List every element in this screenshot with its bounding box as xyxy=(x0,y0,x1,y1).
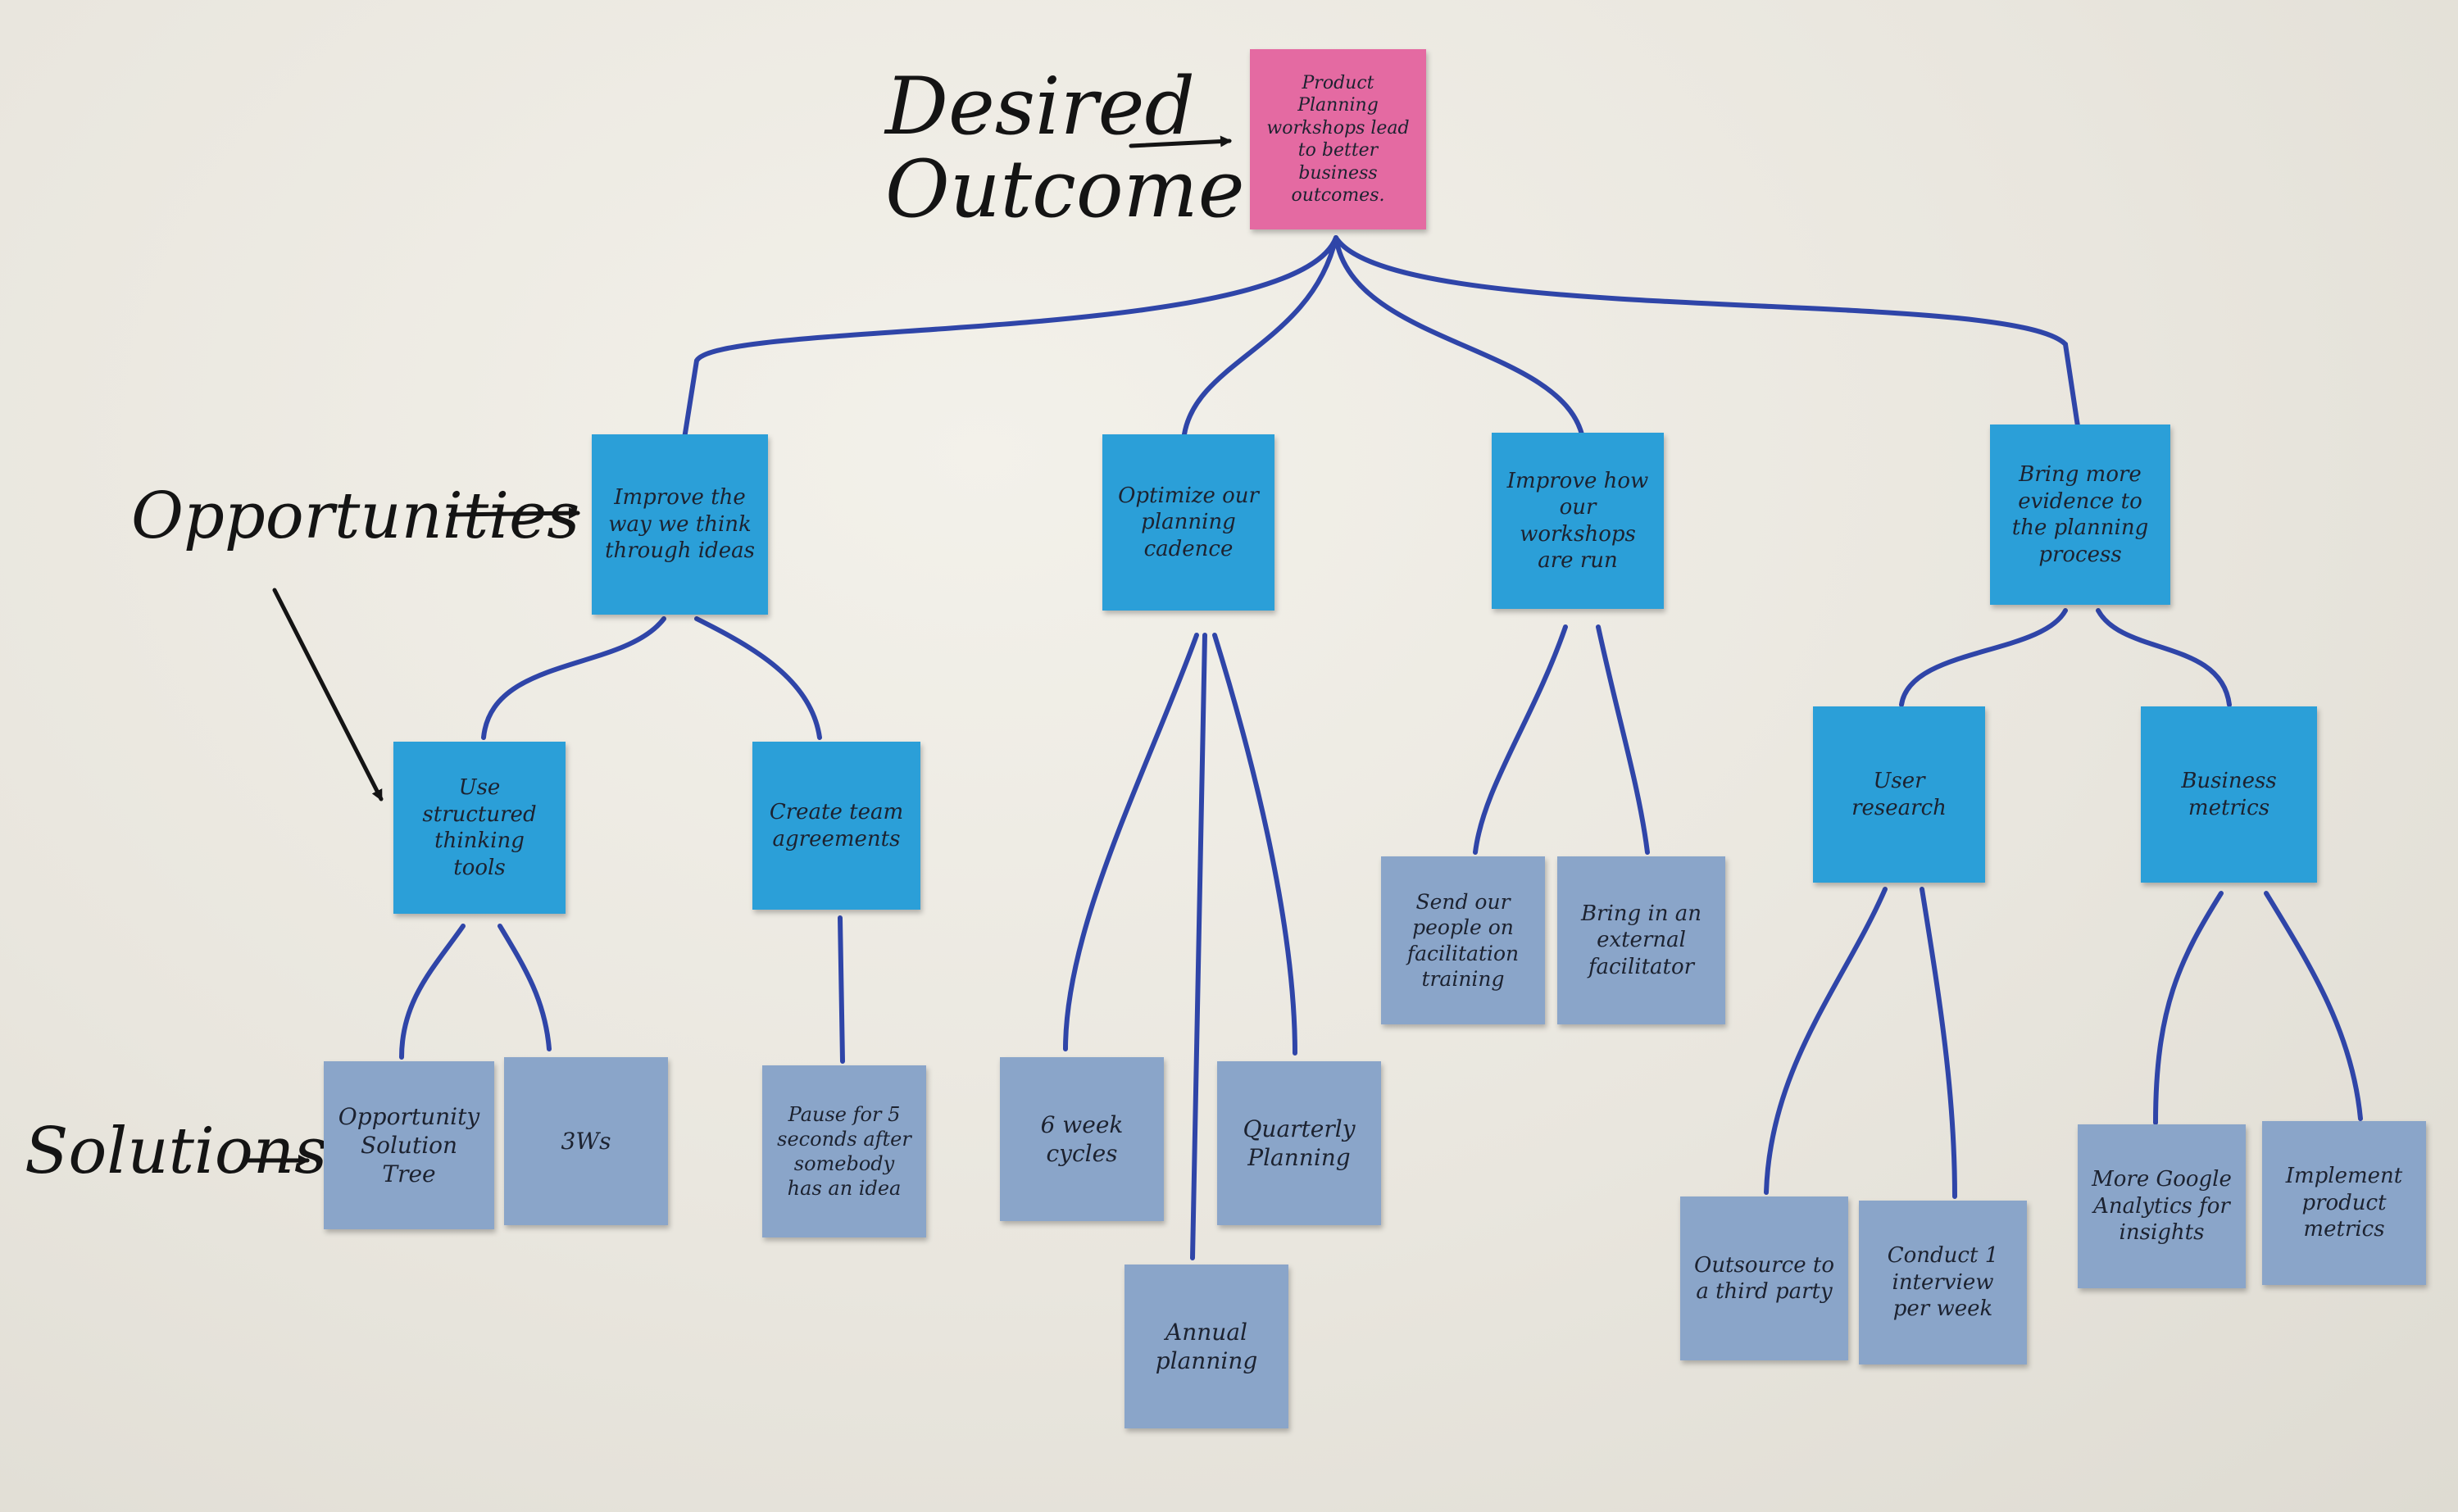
note-opportunity-workshops: Improve how our workshops are run xyxy=(1492,433,1664,609)
note-solution-product-metrics: Implement product metrics xyxy=(2262,1121,2426,1285)
label-desired-outcome: Desired Outcome xyxy=(885,66,1245,231)
connector-thinking-agreements xyxy=(694,616,822,740)
note-opportunity-cadence-text: Optimize our planning cadence xyxy=(1118,483,1259,561)
note-solution-facilitation: Send our people on facilitation training xyxy=(1381,856,1545,1024)
note-opportunity-agreements-text: Create team agreements xyxy=(769,800,904,851)
arrow-desired-outcome xyxy=(1129,135,1232,148)
connector-structured-ost xyxy=(399,924,466,1060)
connector-workshops-external xyxy=(1596,624,1650,855)
note-opportunity-business-metrics: Business metrics xyxy=(2141,706,2317,883)
connector-evidence-user-research xyxy=(1899,608,2068,707)
note-solution-ost-text: Opportunity Solution Tree xyxy=(338,1103,480,1187)
note-opportunity-structured-text: Use structured thinking tools xyxy=(422,775,537,880)
note-desired-outcome: Product Planning workshops lead to bette… xyxy=(1250,49,1426,229)
note-opportunity-cadence: Optimize our planning cadence xyxy=(1102,434,1274,611)
label-desired-outcome-line1: Desired xyxy=(885,61,1195,152)
note-solution-quarterly-text: Quarterly Planning xyxy=(1243,1115,1356,1171)
note-opportunity-evidence-text: Bring more evidence to the planning proc… xyxy=(2011,462,2149,567)
arrow-opportunities-down xyxy=(272,588,384,801)
connector-metrics-analytics xyxy=(2153,891,2224,1125)
connector-outcome-thinking xyxy=(682,235,1338,441)
connector-workshops-facilitation xyxy=(1473,624,1568,855)
note-opportunity-user-research-text: User research xyxy=(1851,769,1947,820)
connector-research-interview xyxy=(1920,887,1957,1199)
note-desired-outcome-text: Product Planning workshops lead to bette… xyxy=(1266,72,1410,207)
connector-outcome-cadence xyxy=(1182,235,1338,437)
note-solution-outsource: Outsource to a third party xyxy=(1680,1196,1848,1360)
note-solution-external-text: Bring in an external facilitator xyxy=(1580,901,1702,979)
connector-metrics-product xyxy=(2264,891,2363,1121)
note-opportunity-thinking-text: Improve the way we think through ideas xyxy=(605,485,755,564)
connector-cadence-6week xyxy=(1063,633,1199,1051)
note-solution-analytics: More Google Analytics for insights xyxy=(2078,1124,2246,1288)
note-solution-annual: Annual planning xyxy=(1125,1265,1288,1428)
label-solutions: Solutions xyxy=(25,1115,328,1188)
arrow-opportunities-top xyxy=(448,507,580,520)
note-solution-3ws-text: 3Ws xyxy=(561,1128,611,1155)
note-opportunity-user-research: User research xyxy=(1813,706,1985,883)
note-opportunity-evidence: Bring more evidence to the planning proc… xyxy=(1990,425,2170,605)
connector-outcome-evidence xyxy=(1333,235,2080,429)
connector-research-outsource xyxy=(1764,887,1888,1195)
note-solution-3ws: 3Ws xyxy=(504,1057,668,1225)
note-solution-6week: 6 week cycles xyxy=(1000,1057,1164,1221)
label-opportunities: Opportunities xyxy=(131,479,580,553)
note-solution-facilitation-text: Send our people on facilitation training xyxy=(1406,890,1520,991)
note-opportunity-thinking: Improve the way we think through ideas xyxy=(592,434,768,615)
connector-structured-3ws xyxy=(498,924,552,1051)
note-solution-quarterly: Quarterly Planning xyxy=(1217,1061,1381,1225)
note-opportunity-agreements: Create team agreements xyxy=(752,742,920,910)
connector-cadence-quarterly xyxy=(1212,633,1297,1056)
note-opportunity-structured: Use structured thinking tools xyxy=(393,742,566,914)
note-solution-interview-text: Conduct 1 interview per week xyxy=(1887,1243,1999,1322)
connector-thinking-structured xyxy=(481,616,666,740)
label-desired-outcome-line2: Outcome xyxy=(885,143,1245,235)
note-opportunity-workshops-text: Improve how our workshops are run xyxy=(1506,468,1649,574)
note-solution-interview: Conduct 1 interview per week xyxy=(1859,1201,2027,1364)
note-solution-ost: Opportunity Solution Tree xyxy=(324,1061,494,1229)
connector-evidence-business-metrics xyxy=(2096,608,2232,707)
note-solution-analytics-text: More Google Analytics for insights xyxy=(2092,1167,2232,1246)
note-solution-external: Bring in an external facilitator xyxy=(1557,856,1725,1024)
connector-cadence-annual xyxy=(1190,633,1207,1260)
note-solution-outsource-text: Outsource to a third party xyxy=(1694,1252,1834,1305)
note-solution-pause-text: Pause for 5 seconds after somebody has a… xyxy=(777,1103,911,1200)
note-solution-pause: Pause for 5 seconds after somebody has a… xyxy=(762,1065,926,1237)
note-solution-6week-text: 6 week cycles xyxy=(1040,1111,1124,1167)
connector-agreements-pause xyxy=(838,915,845,1064)
note-solution-product-metrics-text: Implement product metrics xyxy=(2285,1164,2403,1242)
note-opportunity-business-metrics-text: Business metrics xyxy=(2181,769,2277,820)
connector-outcome-workshops xyxy=(1333,235,1584,437)
note-solution-annual-text: Annual planning xyxy=(1155,1319,1258,1374)
